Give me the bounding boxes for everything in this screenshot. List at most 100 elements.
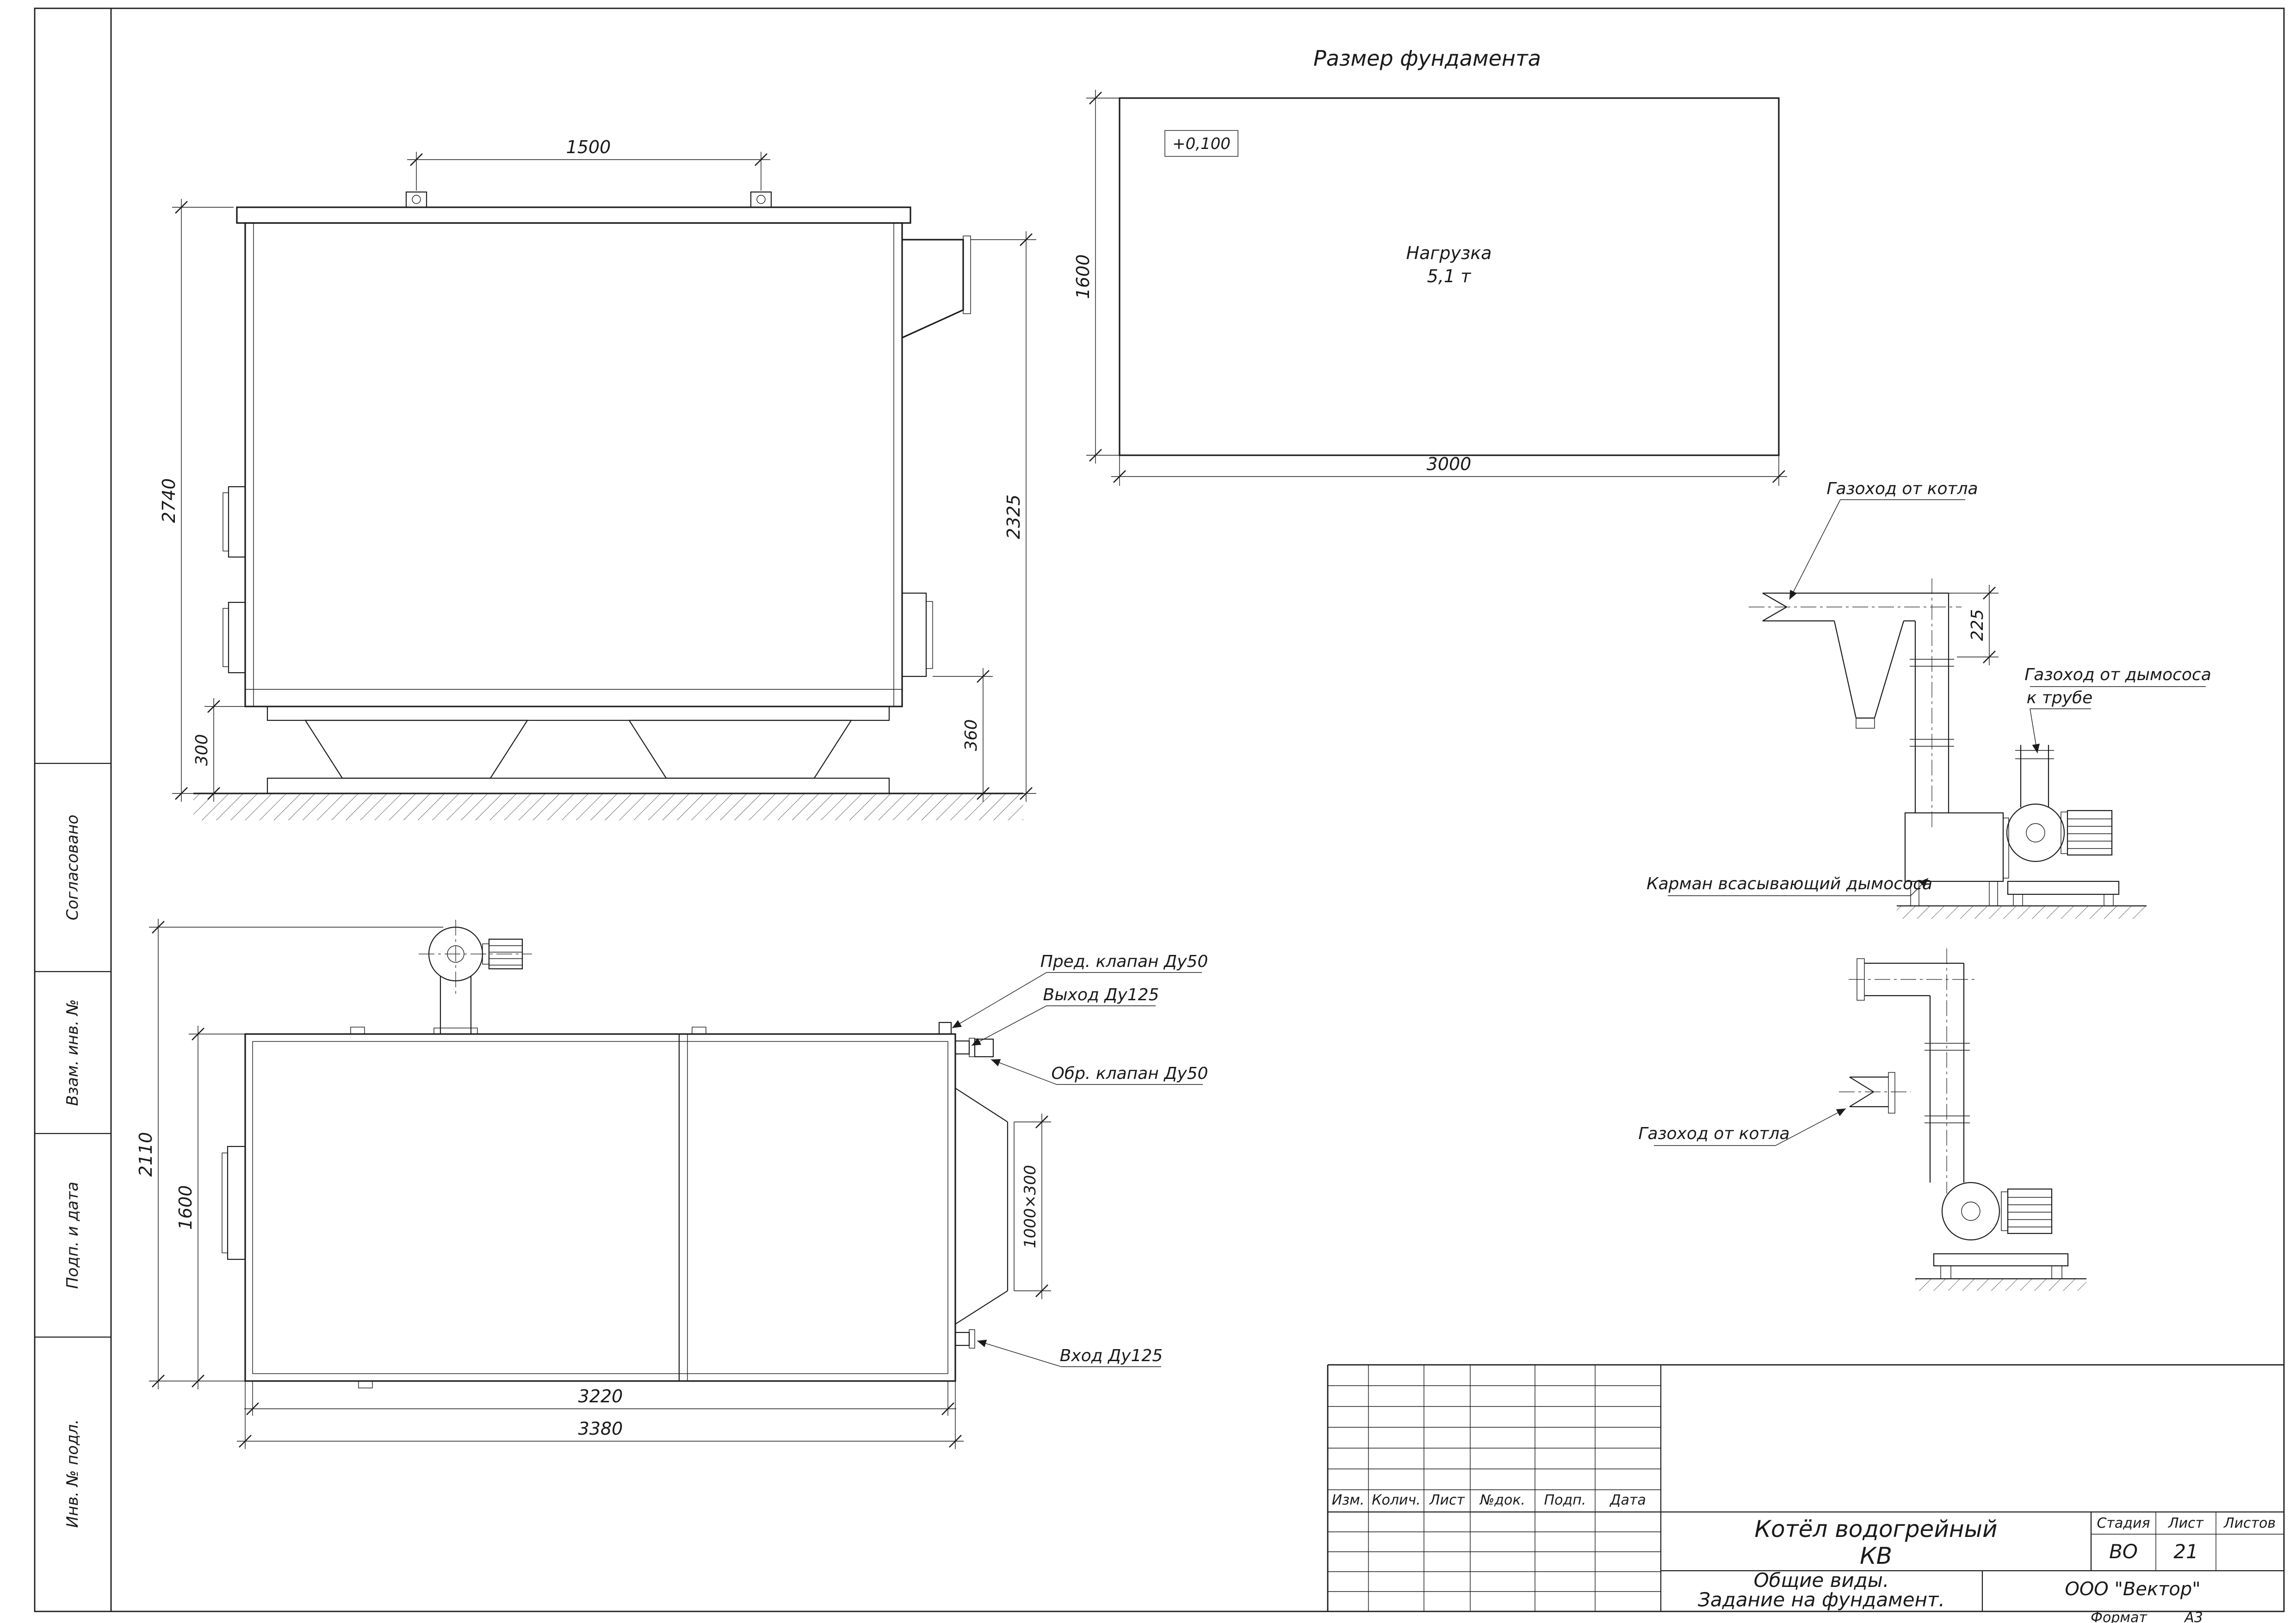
dim-2110: 2110	[136, 919, 443, 1389]
col-data: Дата	[1609, 1492, 1646, 1508]
dim-300-label: 300	[192, 734, 211, 766]
dim-2110-label: 2110	[136, 1132, 156, 1177]
label-suction-pocket: Карман всасывающий дымососа	[1646, 874, 1932, 896]
inlet-stub	[954, 1329, 975, 1349]
plan-fan-unit	[419, 920, 532, 1035]
foundation-load-line1: Нагрузка	[1406, 243, 1492, 263]
foundation-outline	[1119, 97, 1780, 456]
gas-duct-lower: Газоход от котла	[1638, 948, 2086, 1291]
svg-text:Газоход от дымососа: Газоход от дымососа	[2024, 665, 2211, 684]
foundation-plan: Размер фундамента +0,100 Нагрузка 5,1 т …	[1073, 46, 1787, 486]
dim-2325-label: 2325	[1003, 495, 1024, 539]
label-duct-from-boiler-top: Газоход от котла	[1789, 479, 1978, 600]
dim-2740: 2740	[159, 199, 234, 802]
dim-outlet: 1000×300	[1014, 1114, 1051, 1299]
dim-360: 360	[933, 668, 993, 802]
dim-360-label: 360	[962, 719, 981, 751]
margin-column: Согласовано Взам. инв. № Подп. и дата Ин…	[35, 762, 111, 1528]
dim-3000-label: 3000	[1427, 454, 1472, 474]
svg-text:Пред. клапан Ду50: Пред. клапан Ду50	[1040, 952, 1208, 971]
dim-2740-label: 2740	[159, 478, 179, 523]
dim-1500-label: 1500	[566, 137, 611, 157]
boiler-body	[244, 222, 903, 707]
safety-valve-stub	[938, 1022, 952, 1035]
col-podp: Подп.	[1544, 1492, 1586, 1508]
dim-225: 225	[1949, 585, 1999, 665]
svg-text:к трубе: к трубе	[2027, 688, 2093, 707]
dim-3380: 3380	[237, 1381, 964, 1449]
margin-replace-inv: Взам. инв. №	[63, 999, 82, 1106]
suction-pocket	[1904, 812, 2004, 882]
product-name-line1: Котёл водогрейный	[1755, 1516, 1998, 1542]
dim-1600-foundation: 1600	[1073, 90, 1120, 464]
elevation-mark-box	[1164, 130, 1238, 157]
svg-text:Вход Ду125: Вход Ду125	[1060, 1346, 1163, 1365]
dim-1600p-label: 1600	[175, 1185, 196, 1230]
dim-2325: 2325	[971, 231, 1036, 802]
format-value: А3	[2184, 1610, 2203, 1623]
margin-approved: Согласовано	[63, 815, 82, 920]
sheet-label: Лист	[2168, 1515, 2204, 1531]
doc-name-line2: Задание на фундамент.	[1698, 1588, 1945, 1611]
outlet-duct	[955, 1088, 1015, 1325]
dim-outlet-label: 1000×300	[1021, 1165, 1040, 1248]
label-outlet: Выход Ду125	[971, 985, 1159, 1046]
dim-1600-plan: 1600	[175, 1026, 245, 1389]
gas-duct-upper: 225 Газоход от котла Газоход от дымососа…	[1646, 479, 2211, 919]
flue-outlet	[902, 235, 971, 339]
foundation-title: Размер фундамента	[1313, 46, 1541, 71]
label-check-valve: Обр. клапан Ду50	[990, 1059, 1208, 1085]
svg-text:Газоход от котла: Газоход от котла	[1826, 479, 1978, 498]
lifting-lug-left	[405, 191, 427, 208]
label-duct-from-boiler-bottom: Газоход от котла	[1638, 1108, 1846, 1146]
dim-1600f-label: 1600	[1073, 254, 1093, 299]
svg-text:Газоход от котла: Газоход от котла	[1638, 1124, 1789, 1143]
fan-motor	[2067, 810, 2113, 856]
ash-box	[901, 592, 933, 677]
svg-text:Обр. клапан Ду50: Обр. клапан Ду50	[1052, 1064, 1208, 1083]
stage-label: Стадия	[2097, 1515, 2150, 1531]
fan-motor-lower	[2007, 1188, 2053, 1234]
lifting-lug-right	[750, 191, 772, 208]
side-hatch-upper	[223, 486, 246, 558]
suction-cone	[1833, 620, 1905, 729]
dim-1500: 1500	[407, 137, 770, 191]
plan-body	[244, 1033, 956, 1382]
support-frame	[266, 706, 890, 794]
fan-scroll	[2006, 803, 2065, 862]
svg-text:Выход Ду125: Выход Ду125	[1043, 985, 1159, 1004]
title-block: Изм. Колич. Лист №док. Подп. Дата Котёл …	[1327, 1364, 2284, 1623]
stage-value: ВО	[2109, 1540, 2138, 1563]
company-name: ООО "Вектор"	[2065, 1579, 2200, 1600]
elevation-mark: +0,100	[1172, 135, 1231, 153]
boiler-side-view: 1500 2740 2325 300	[159, 137, 1036, 820]
label-safety-valve: Пред. клапан Ду50	[952, 952, 1208, 1028]
check-valve	[974, 1038, 994, 1058]
fan-scroll-lower	[1941, 1182, 2000, 1241]
label-inlet: Вход Ду125	[977, 1339, 1163, 1367]
burner-flange	[222, 1146, 246, 1260]
boiler-stub	[1839, 1072, 1911, 1114]
dim-3000: 3000	[1111, 454, 1787, 486]
dim-3220: 3220	[244, 1381, 956, 1416]
col-ndok: №док.	[1479, 1492, 1525, 1508]
ground-side-view	[193, 793, 1023, 820]
dim-225-label: 225	[1968, 609, 1987, 641]
format-label: Формат	[2091, 1610, 2147, 1623]
dim-3380-label: 3380	[578, 1419, 623, 1439]
margin-sign-date: Подп. и дата	[63, 1182, 82, 1289]
dim-3220-label: 3220	[578, 1386, 623, 1406]
boiler-plan-view: Пред. клапан Ду50 Выход Ду125 Обр. клапа…	[136, 919, 1208, 1449]
label-duct-to-stack: Газоход от дымососа к трубе	[2024, 665, 2211, 754]
col-izm: Изм.	[1332, 1492, 1365, 1508]
margin-inv-orig: Инв. № подл.	[63, 1419, 82, 1528]
boiler-top-cap	[236, 206, 911, 224]
col-kolich: Колич.	[1372, 1492, 1421, 1508]
col-list: Лист	[1429, 1492, 1466, 1508]
product-name-line2: КВ	[1860, 1542, 1892, 1569]
outlet-stub	[954, 1038, 994, 1058]
sheet-value: 21	[2173, 1540, 2198, 1563]
sheets-label: Листов	[2223, 1515, 2276, 1531]
svg-text:Карман всасывающий дымососа: Карман всасывающий дымососа	[1646, 874, 1932, 893]
doc-name-line1: Общие виды.	[1754, 1569, 1889, 1592]
